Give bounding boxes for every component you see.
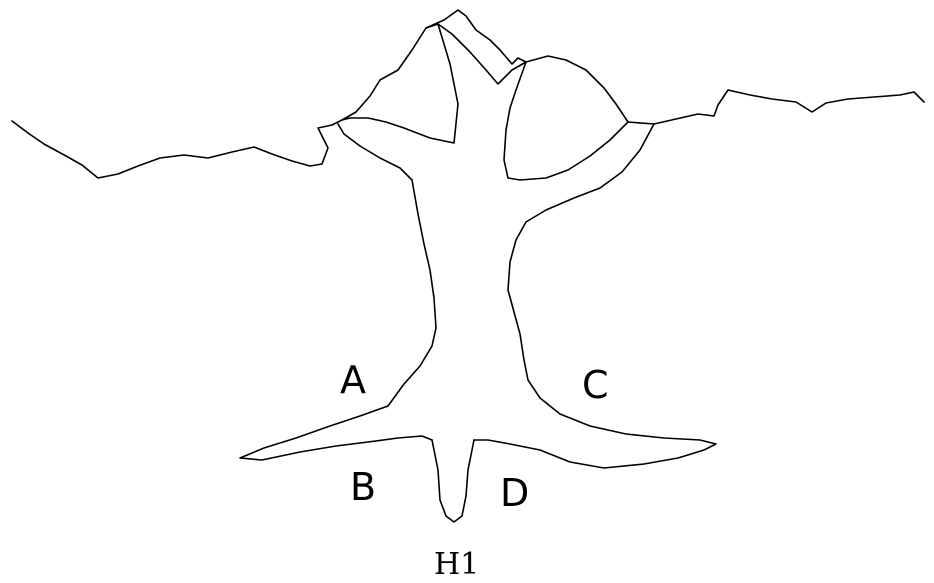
base-finger [432,440,474,522]
trunk-right-contour [474,122,716,468]
trunk-left-contour [240,124,436,460]
right-top-stem [438,24,526,84]
top-notch [426,10,526,64]
left-lobe [342,24,458,143]
right-ground-line [654,90,924,124]
left-ground-line [12,120,342,178]
figure-caption: H1 [434,547,479,582]
right-lobe [504,56,628,180]
label-c: C [582,363,609,407]
label-b: B [350,465,376,509]
label-a: A [340,358,366,402]
label-d: D [500,471,529,515]
